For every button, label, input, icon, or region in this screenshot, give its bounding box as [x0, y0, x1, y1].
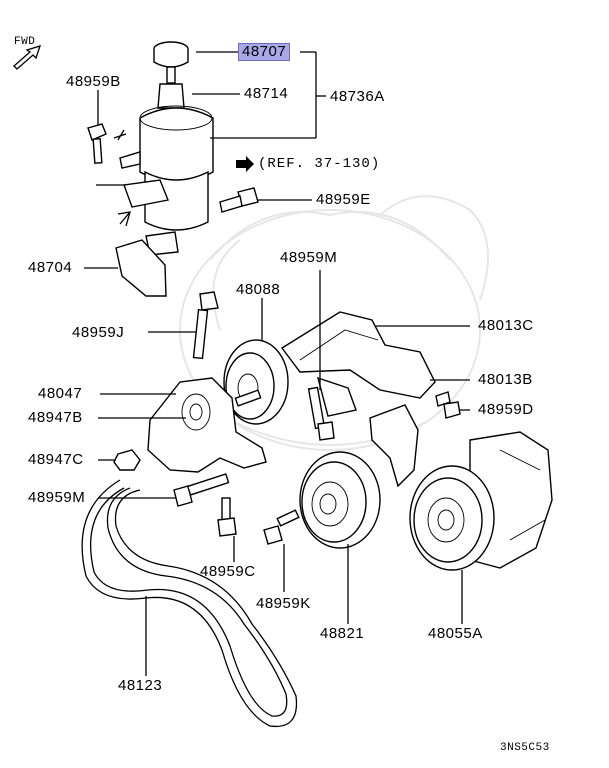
part-label-48013c[interactable]: 48013C: [478, 317, 534, 334]
bolt-48959m-top: [307, 386, 335, 441]
bolt-48959m-bottom: [173, 473, 230, 507]
ref-arrow-icon: [236, 156, 254, 172]
part-label-48123[interactable]: 48123: [118, 677, 163, 694]
bolt-48959c: [217, 497, 237, 537]
bolt-48959b: [87, 123, 107, 164]
part-label-48736a[interactable]: 48736A: [330, 88, 385, 105]
part-label-48959m-top[interactable]: 48959M: [280, 249, 338, 266]
part-label-48821[interactable]: 48821: [320, 625, 365, 642]
part-label-48047[interactable]: 48047: [38, 385, 83, 402]
part-label-48959j[interactable]: 48959J: [72, 324, 125, 341]
part-label-48959b[interactable]: 48959B: [66, 73, 121, 90]
part-label-48959m-bottom[interactable]: 48959M: [28, 489, 86, 506]
diagram-code: 3NS5C53: [500, 742, 550, 754]
part-label-48088[interactable]: 48088: [236, 281, 281, 298]
idler-pulley-48088: [223, 339, 289, 425]
reservoir-tank: [119, 41, 214, 256]
leader-lines: [84, 51, 470, 676]
bolt-48959k: [263, 509, 300, 545]
part-label-48959d[interactable]: 48959D: [478, 401, 534, 418]
part-label-48959e[interactable]: 48959E: [316, 191, 371, 208]
part-label-48947c[interactable]: 48947C: [28, 451, 84, 468]
part-label-48013b[interactable]: 48013B: [478, 371, 533, 388]
reference-note[interactable]: (REF. 37-130): [258, 156, 381, 172]
fwd-arrow-icon: [13, 45, 42, 70]
part-label-48704[interactable]: 48704: [28, 259, 73, 276]
bracket-48704: [96, 179, 169, 297]
part-label-48959k[interactable]: 48959K: [256, 595, 311, 612]
part-label-48055a[interactable]: 48055A: [428, 625, 483, 642]
bolt-48959j: [192, 291, 219, 360]
part-label-48707[interactable]: 48707: [238, 43, 291, 61]
fwd-label: FWD: [14, 36, 36, 48]
bolt-48959d: [435, 391, 461, 419]
bracket-48047: [147, 377, 267, 473]
bracket-48013b: [369, 404, 419, 488]
drive-belt-48123: [81, 479, 298, 728]
arrow-icon: [117, 211, 131, 227]
nut-48947c: [113, 449, 141, 471]
pulley-48821: [299, 451, 381, 549]
part-label-48947b[interactable]: 48947B: [28, 409, 83, 426]
bolt-48959e: [219, 187, 259, 213]
pump-48055a: [409, 431, 553, 571]
bracket-48013c: [280, 311, 436, 417]
part-label-48714[interactable]: 48714: [244, 85, 289, 102]
arrow-icon: [113, 129, 127, 141]
part-label-48959c[interactable]: 48959C: [200, 563, 256, 580]
